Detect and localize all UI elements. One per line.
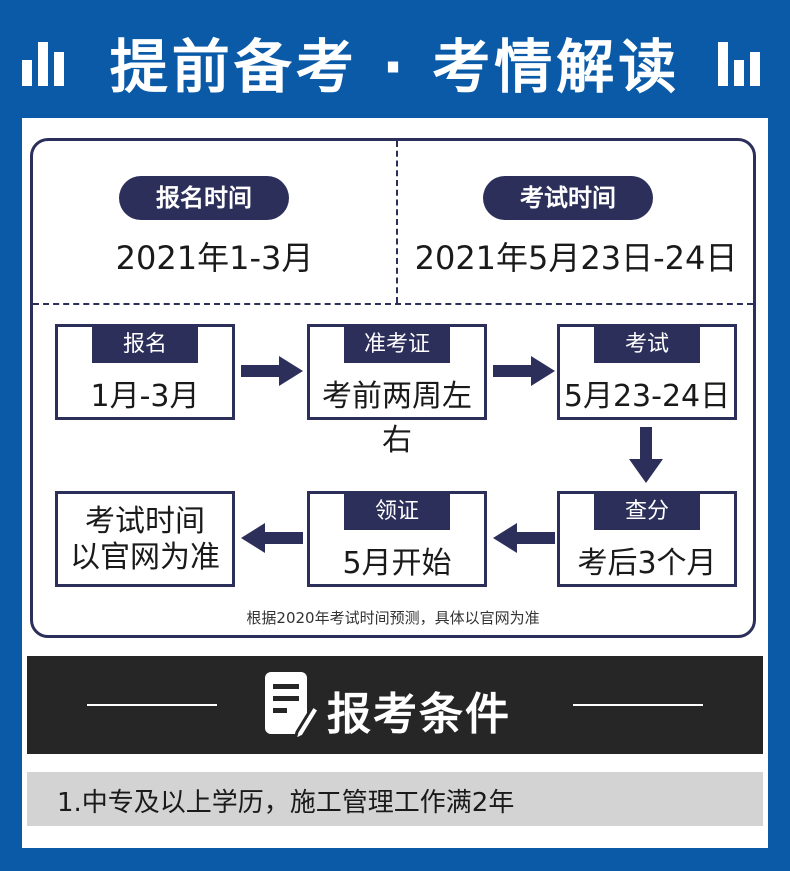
conditions-title: 报考条件 [327,689,511,740]
arrow-down-icon [629,427,663,483]
list-item: 1.中专及以上学历，施工管理工作满2年 [27,772,763,826]
step-value: 考前两周左右 [322,379,472,458]
condition-text: 1.中专及以上学历，施工管理工作满2年 [57,788,515,818]
registration-time-pill: 报名时间 [119,176,289,220]
conditions-header: 报考条件 [27,656,763,754]
divider-line [87,704,217,706]
bar-chart-icon [718,42,766,86]
step-exam: 考试 5月23-24日 [557,324,737,420]
step-value-line: 考试时间 [85,504,205,539]
bar-chart-icon [22,42,70,86]
registration-date: 2021年1-3月 [115,239,314,277]
step-value-line: 以官网为准 [70,540,220,575]
step-value: 考试时间 以官网为准 [58,504,232,576]
step-tab: 领证 [344,494,450,530]
arrow-left-icon [493,523,555,553]
step-value: 1月-3月 [90,379,200,414]
step-tab: 考试 [594,327,700,363]
content-area: 报名时间 2021年1-3月 考试时间 2021年5月23日-24日 报名 1月… [22,118,768,848]
step-tab: 查分 [594,494,700,530]
arrow-right-icon [241,356,303,386]
arrow-left-icon [241,523,303,553]
step-admission-ticket: 准考证 考前两周左右 [307,324,487,458]
exam-schedule-panel: 报名时间 2021年1-3月 考试时间 2021年5月23日-24日 报名 1月… [30,138,756,638]
divider-line [573,704,703,706]
footnote: 根据2020年考试时间预测，具体以官网为准 [246,609,540,627]
page-title: 提前备考 · 考情解读 [109,33,681,101]
arrow-right-icon [493,356,555,386]
step-value: 5月23-24日 [563,379,731,414]
divider-vertical [396,141,398,303]
step-value: 5月开始 [342,546,452,581]
step-tab: 报名 [92,327,198,363]
exam-time-pill: 考试时间 [483,176,653,220]
step-tab: 准考证 [344,327,450,363]
document-pen-icon [265,672,319,742]
step-registration: 报名 1月-3月 [55,324,235,420]
step-value: 考后3个月 [577,546,717,581]
header-banner: 提前备考 · 考情解读 [0,0,790,118]
step-certificate: 领证 5月开始 [307,491,487,587]
exam-date: 2021年5月23日-24日 [414,239,738,277]
step-score-check: 查分 考后3个月 [557,491,737,587]
step-official-notice: 考试时间 以官网为准 [55,491,235,587]
divider-horizontal [33,303,753,305]
